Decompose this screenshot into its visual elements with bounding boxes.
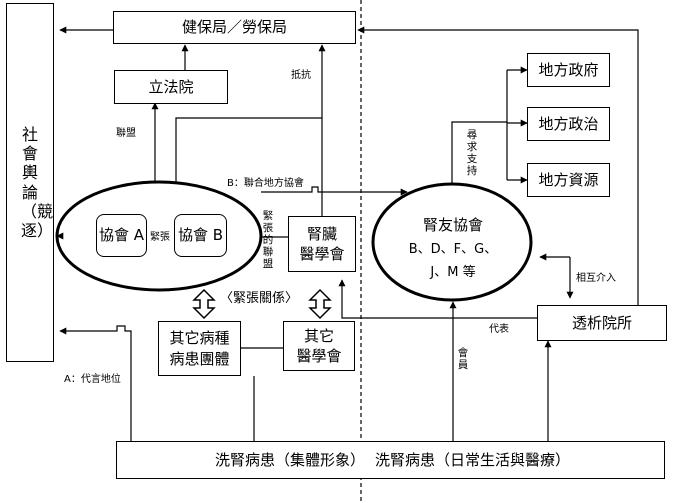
arrow-clinic-nhi [357,26,639,305]
double-arrow-left [192,288,216,320]
kidney-friends-line3: J、M 等 [430,265,476,280]
other-medical-societies-box: 其它 醫學會 [283,321,355,371]
assoc-b-box: 協會 B [174,214,227,257]
label-alliance: 聯盟 [116,128,136,139]
nhi-bureau-text: 健保局／勞保局 [181,18,287,37]
other-societies-line2: 醫學會 [296,347,342,365]
local-government-box: 地方政府 [527,53,610,87]
patients-collective-text: 洗腎病患（集體形象） [215,450,366,469]
social-opinion-text: 社會輿論（競逐） [21,124,54,240]
label-b-join-local: B：聯合地方協會 [227,178,304,189]
local-resources-text: 地方資源 [538,170,599,189]
label-a-advocacy: A：代言地位 [64,374,121,385]
local-politics-text: 地方政治 [538,114,599,133]
legislative-yuan-box: 立法院 [114,70,228,104]
line-kf-branch [451,121,507,184]
label-represent: 代表 [489,324,509,335]
legislative-yuan-text: 立法院 [148,77,194,96]
dialysis-clinic-text: 透析院所 [571,313,632,332]
other-groups-line2: 病患團體 [169,349,230,368]
arrow-b-join-local [261,186,408,196]
double-arrow-right [308,288,332,320]
other-societies-line1: 其它 [303,326,334,345]
nephrology-line1: 腎臟 [306,224,337,243]
nephrology-society-box: 腎臟 醫學會 [288,216,356,272]
other-disease-groups-box: 其它病種 病患團體 [158,321,241,376]
label-member: 會員 [457,347,469,372]
tension-small-label: 緊張 [150,232,170,243]
kidney-friends-text-block: 腎友協會 B、D、F、G、 J、M 等 [392,214,514,280]
assoc-b-text: 協會 B [177,226,224,245]
social-opinion-box: 社會輿論（競逐） [6,3,54,362]
dialysis-clinic-box: 透析院所 [537,305,667,341]
nhi-bureau-box: 健保局／勞保局 [113,11,356,44]
other-groups-line1: 其它病種 [169,329,230,348]
label-mutual-intervention: 相互介入 [576,273,616,284]
local-politics-box: 地方政治 [527,107,610,141]
label-seek-support: 尋求支持 [466,129,478,178]
patients-daily-text: 洗腎病患（日常生活與醫療） [375,450,571,469]
line-oval-to-neph [175,117,323,216]
kidney-friends-line2: B、D、F、G、 [408,242,498,257]
local-government-text: 地方政府 [538,60,599,79]
assoc-a-text: 協會 A [98,226,145,245]
nephrology-line2: 醫學會 [299,245,345,263]
arrow-clinic-neph [338,279,537,319]
kidney-friends-title: 腎友協會 [422,216,483,234]
local-resources-box: 地方資源 [527,163,610,197]
assoc-a-box: 協會 A [96,214,147,257]
label-tension-relation: 〈緊張關係〉 [220,291,299,306]
patients-box: 洗腎病患（集體形象） 洗腎病患（日常生活與醫療） [116,441,665,479]
arrow-patients-opinion [59,325,132,441]
label-tense-alliance: 緊張的聯盟 [262,210,274,271]
label-resist: 抵抗 [291,70,311,81]
